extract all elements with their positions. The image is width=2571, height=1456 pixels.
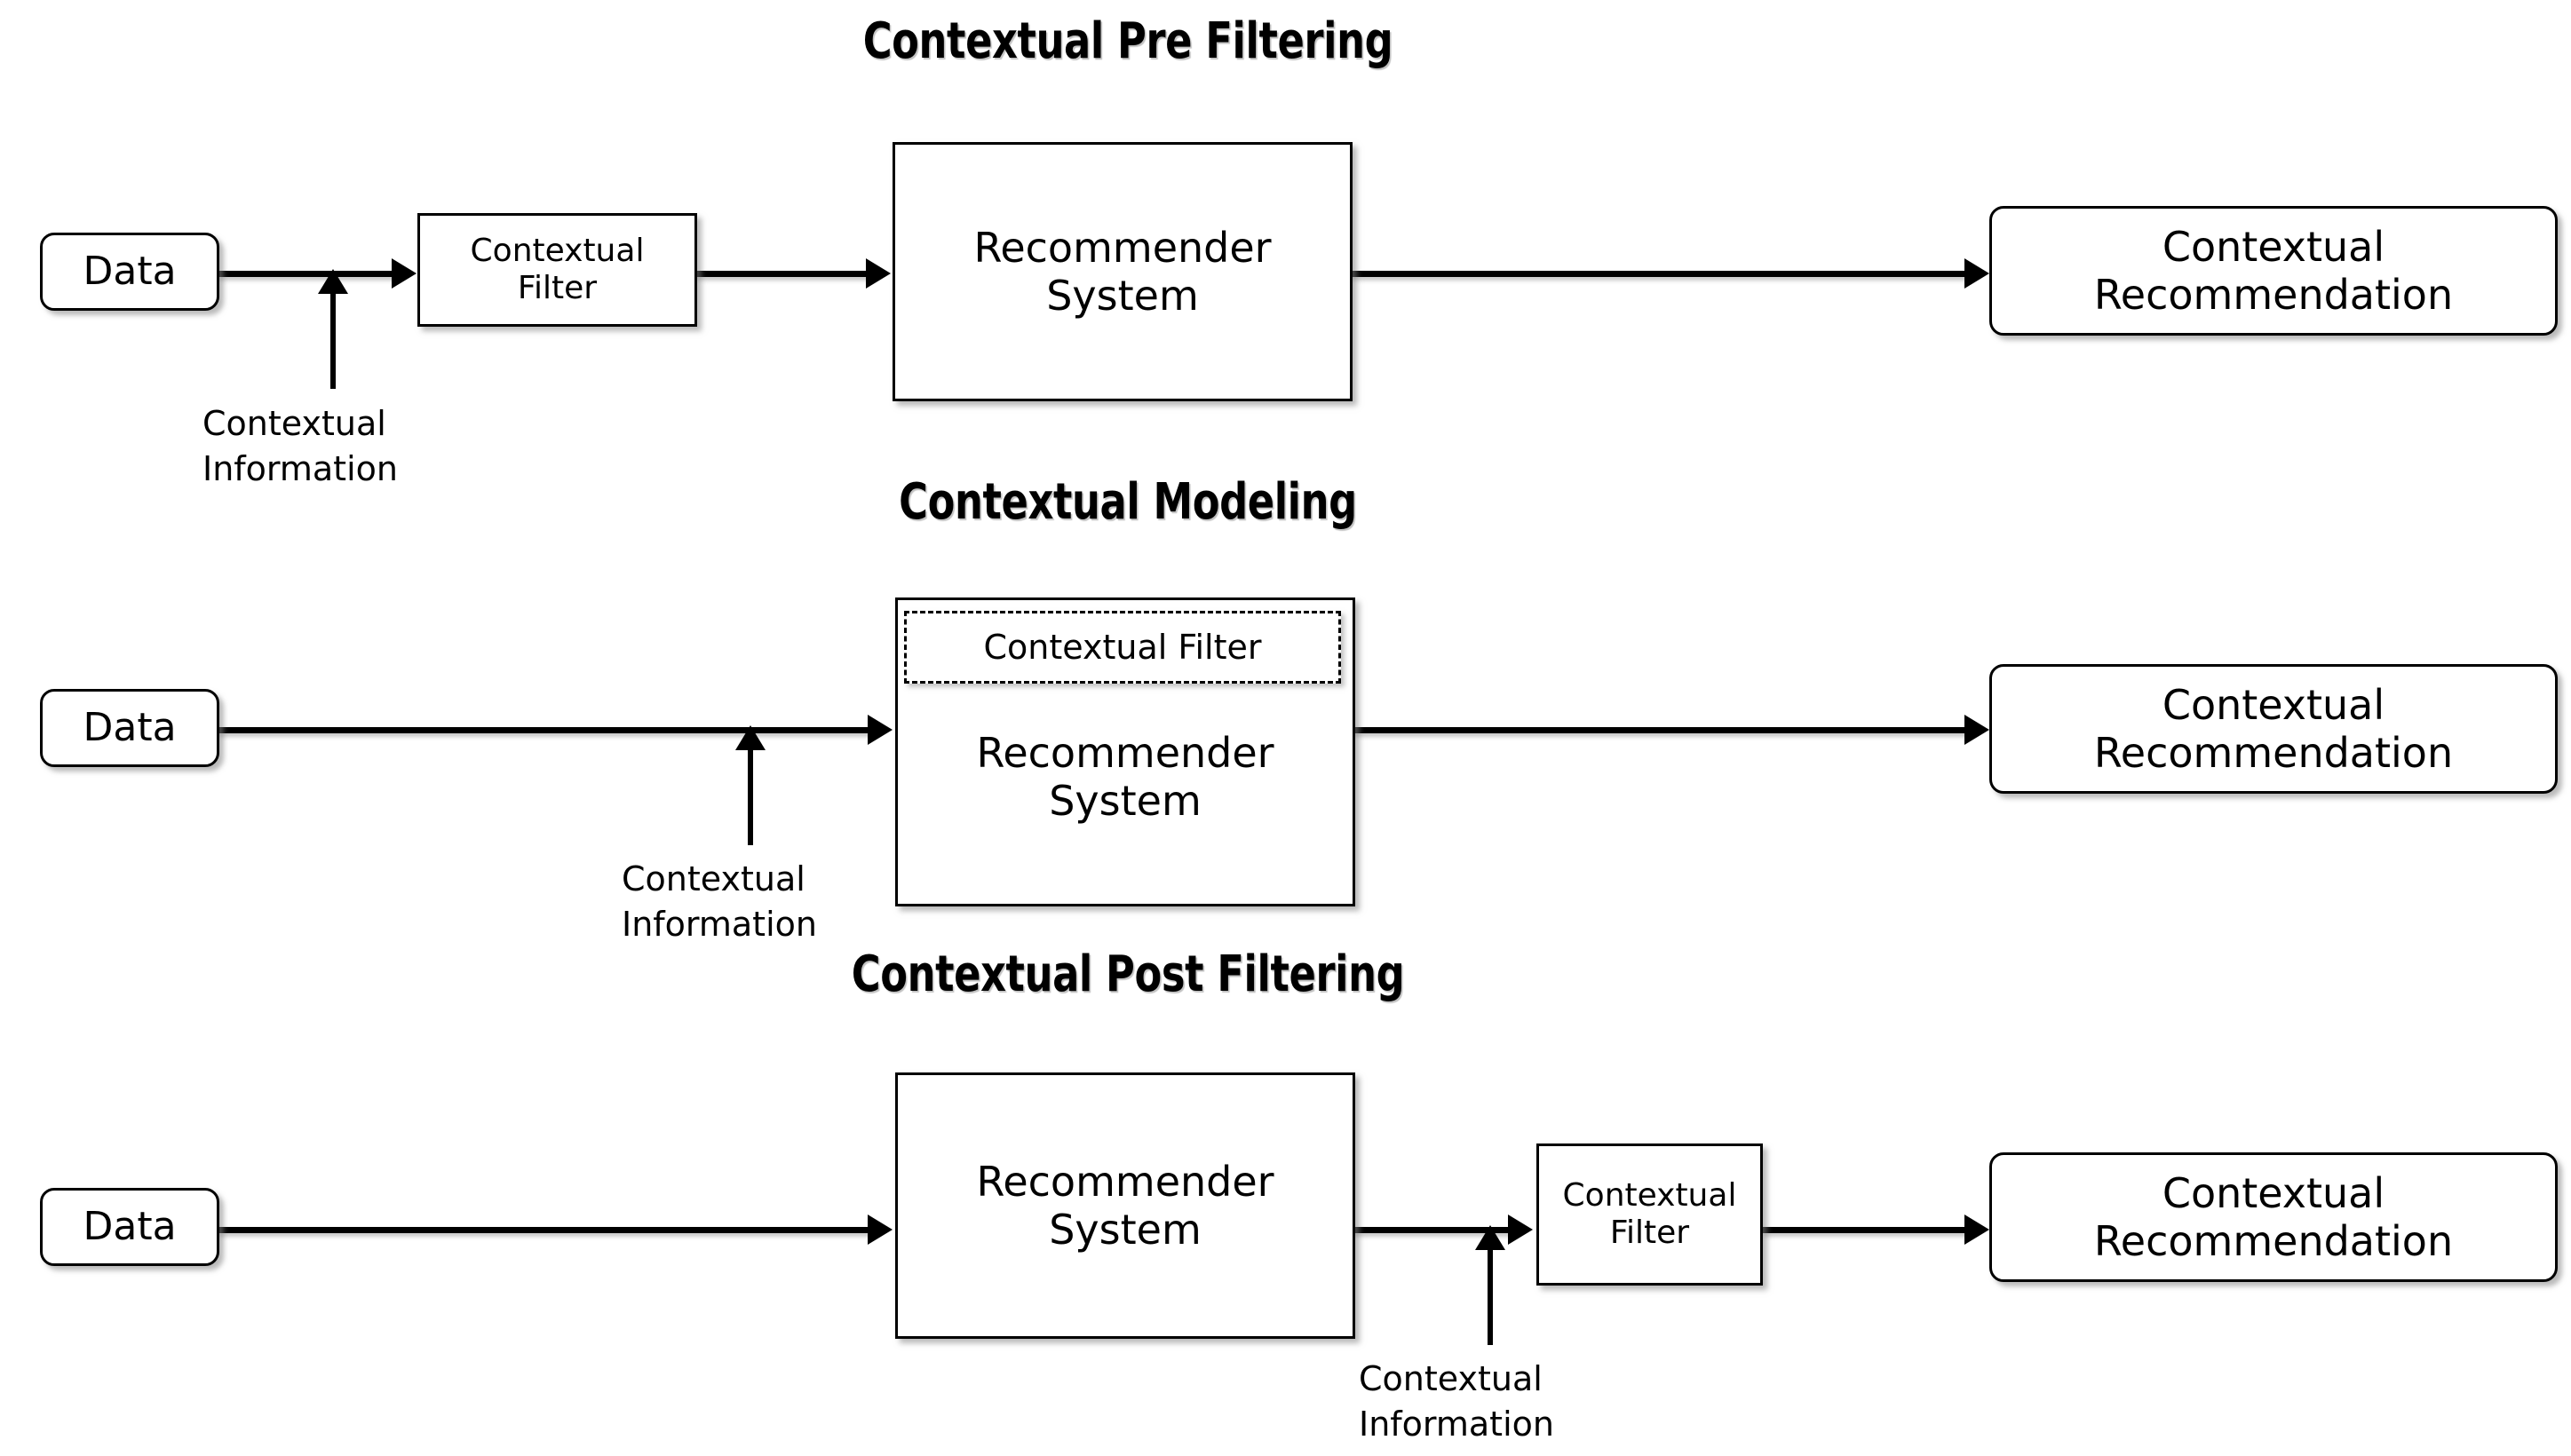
arrow-2-context-up — [735, 725, 766, 750]
node-2-contextual-recommendation-label: Contextual Recommendation — [2093, 680, 2454, 777]
node-1-contextual-recommendation-label: Contextual Recommendation — [2093, 222, 2454, 319]
context-line-3 — [1488, 1249, 1493, 1345]
node-3-contextual-recommendation[interactable]: Contextual Recommendation — [1989, 1152, 2558, 1282]
annotation-2-contextual-information: Contextual Information — [622, 859, 817, 945]
node-3-data-label: Data — [83, 1204, 177, 1250]
arrow-1-into-filter — [392, 258, 417, 289]
section-title-contextual-post-filtering: Contextual Post Filtering — [851, 946, 1405, 1003]
node-1-data[interactable]: Data — [40, 233, 219, 311]
node-1-recommender-system[interactable]: Recommender System — [893, 142, 1353, 401]
node-3-contextual-filter[interactable]: Contextual Filter — [1536, 1143, 1763, 1286]
arrow-3-context-up — [1475, 1225, 1505, 1250]
flow-line-3-filter-to-recommendation — [1761, 1227, 1966, 1233]
arrow-3-into-filter — [1508, 1215, 1533, 1245]
context-line-2 — [748, 749, 753, 845]
node-2-data[interactable]: Data — [40, 689, 219, 767]
node-3-data[interactable]: Data — [40, 1188, 219, 1266]
flow-line-1-rs-to-recommendation — [1348, 271, 1966, 277]
arrow-2-into-recommendation — [1964, 715, 1989, 745]
arrow-3-into-recommendation — [1964, 1215, 1989, 1245]
node-3-recommender-system[interactable]: Recommender System — [895, 1072, 1355, 1339]
arrow-1-into-recommendation — [1964, 258, 1989, 289]
arrow-1-into-rs — [866, 258, 891, 289]
node-1-contextual-recommendation[interactable]: Contextual Recommendation — [1989, 206, 2558, 336]
node-2-contextual-filter-label: Contextual Filter — [983, 627, 1262, 667]
node-1-contextual-filter-label: Contextual Filter — [470, 232, 645, 306]
annotation-3-contextual-information: Contextual Information — [1359, 1359, 1554, 1444]
node-1-data-label: Data — [83, 249, 177, 295]
section-title-contextual-pre-filtering: Contextual Pre Filtering — [862, 12, 1393, 70]
arrow-2-into-rs — [868, 715, 893, 745]
flow-line-1-filter-to-rs — [694, 271, 868, 277]
node-2-contextual-recommendation[interactable]: Contextual Recommendation — [1989, 664, 2558, 794]
node-2-recommender-system-label: Recommender System — [976, 728, 1274, 825]
context-line-1 — [330, 293, 336, 389]
flow-line-3-rs-to-filter — [1351, 1227, 1510, 1233]
node-3-recommender-system-label: Recommender System — [976, 1157, 1274, 1254]
node-2-contextual-filter[interactable]: Contextual Filter — [904, 611, 1341, 684]
node-1-contextual-filter[interactable]: Contextual Filter — [417, 213, 697, 327]
node-3-contextual-recommendation-label: Contextual Recommendation — [2093, 1168, 2454, 1265]
node-2-data-label: Data — [83, 705, 177, 751]
node-1-recommender-system-label: Recommender System — [973, 223, 1272, 320]
flow-line-3-data-to-rs — [216, 1227, 869, 1233]
annotation-1-contextual-information: Contextual Information — [202, 404, 398, 489]
flow-line-2-data-to-rs — [216, 727, 869, 733]
node-3-contextual-filter-label: Contextual Filter — [1562, 1176, 1737, 1251]
flow-line-2-rs-to-recommendation — [1351, 727, 1966, 733]
arrow-3-into-rs — [868, 1215, 893, 1245]
flow-line-1-data-to-filter — [216, 271, 393, 277]
section-title-contextual-modeling: Contextual Modeling — [899, 473, 1357, 531]
arrow-1-context-up — [318, 269, 348, 294]
